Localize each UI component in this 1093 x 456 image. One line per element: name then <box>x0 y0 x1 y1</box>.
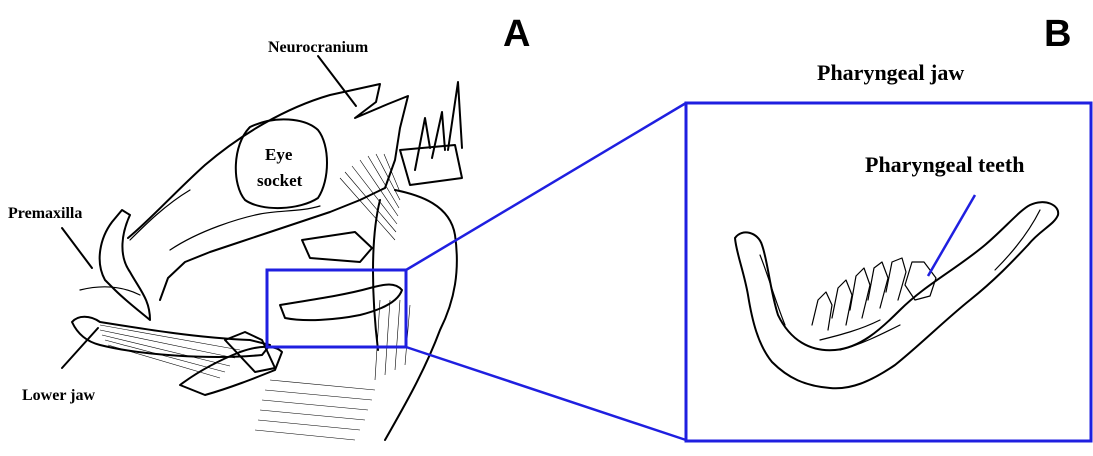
spine-plate-upper <box>400 145 462 185</box>
dorsal-spines <box>415 82 462 170</box>
panel-letter-a: A <box>503 13 530 55</box>
opercular-bone <box>373 190 457 440</box>
premaxilla-leader <box>62 228 92 268</box>
neurocranium-label: Neurocranium <box>268 39 369 56</box>
highlight-box-small <box>267 270 406 347</box>
pharyngeal-teeth-drawing <box>812 258 936 350</box>
muscle-fibers <box>100 154 410 440</box>
pharyngeal-teeth-leader <box>928 195 975 276</box>
pharyngeal-jaw-enlarged <box>735 202 1058 388</box>
eye-socket-label-line1: Eye <box>265 145 293 164</box>
connector-top <box>406 103 686 270</box>
premaxilla-label: Premaxilla <box>8 205 82 222</box>
skull-drawing <box>62 56 462 440</box>
lower-jaw-label: Lower jaw <box>22 387 95 404</box>
pharyngeal-jaw-title: Pharyngeal jaw <box>817 60 964 85</box>
neurocranium-outline <box>128 84 408 300</box>
pharyngeal-teeth-label: Pharyngeal teeth <box>865 152 1024 177</box>
panel-letter-b: B <box>1044 13 1071 55</box>
skull-inner-ridge <box>130 190 320 250</box>
connector-bottom <box>406 347 686 440</box>
eye-socket-label-line2: socket <box>257 171 303 190</box>
premaxilla-process <box>80 287 140 295</box>
pharyngeal-jaw-inner-edge <box>760 210 1040 325</box>
gill-arch-element <box>302 232 372 262</box>
pharyngeal-jaw-in-skull <box>280 285 402 321</box>
neurocranium-leader <box>318 56 356 106</box>
pharyngeal-jaw-outline <box>735 202 1058 388</box>
